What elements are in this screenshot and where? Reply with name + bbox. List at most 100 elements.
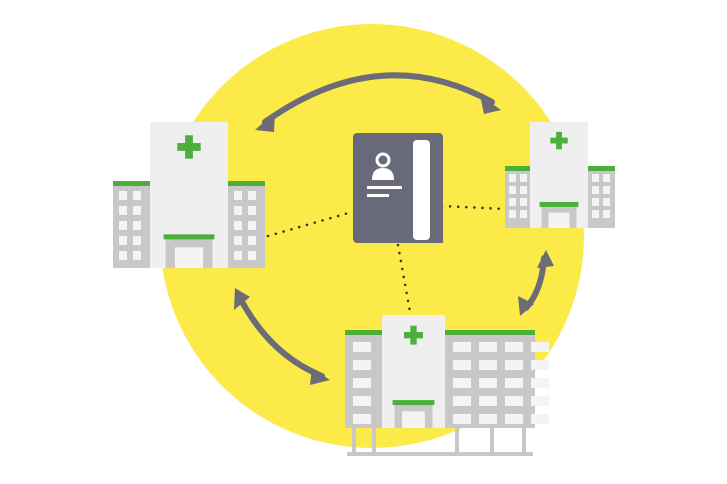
window <box>509 186 516 194</box>
arrow-top <box>262 72 495 125</box>
window <box>505 360 523 370</box>
roof-stripe <box>445 330 535 335</box>
window <box>505 342 523 352</box>
window <box>479 414 497 424</box>
hospital-right <box>505 122 615 228</box>
window <box>453 342 471 352</box>
window <box>119 251 127 260</box>
window <box>479 360 497 370</box>
arrowhead-icon <box>255 112 275 132</box>
pillar <box>352 428 356 454</box>
window <box>592 174 599 182</box>
window <box>479 396 497 406</box>
entrance-canopy <box>392 400 435 406</box>
arrowhead-icon <box>518 296 534 316</box>
window <box>248 191 256 200</box>
cross-icon <box>410 325 417 345</box>
window <box>353 396 371 406</box>
window <box>509 174 516 182</box>
window <box>453 360 471 370</box>
window <box>479 342 497 352</box>
window <box>248 221 256 230</box>
window <box>453 378 471 388</box>
window <box>133 236 141 245</box>
pillar <box>490 428 494 454</box>
window <box>133 206 141 215</box>
roof-stripe <box>345 330 382 335</box>
roof-stripe <box>228 181 265 186</box>
arrow-left-bottom <box>237 295 325 379</box>
window <box>531 360 549 370</box>
window <box>505 378 523 388</box>
text-line <box>367 186 402 189</box>
person-icon <box>375 152 391 168</box>
window <box>133 221 141 230</box>
window <box>531 396 549 406</box>
window <box>520 186 527 194</box>
window <box>531 378 549 388</box>
window <box>353 378 371 388</box>
window <box>248 206 256 215</box>
window <box>119 221 127 230</box>
dots-left <box>266 210 354 238</box>
window <box>119 236 127 245</box>
person-body <box>372 168 394 180</box>
window <box>119 206 127 215</box>
connection-dots <box>266 204 507 314</box>
cross-icon <box>556 131 562 150</box>
window <box>531 414 549 424</box>
hospital-left <box>113 122 265 268</box>
window <box>520 210 527 218</box>
roof-stripe <box>505 166 530 171</box>
window <box>248 236 256 245</box>
window <box>234 251 242 260</box>
arrow-heads <box>234 95 554 385</box>
window <box>234 236 242 245</box>
window <box>353 414 371 424</box>
dots-bottom <box>396 243 412 314</box>
right-wing <box>228 185 265 268</box>
window <box>234 191 242 200</box>
window <box>603 186 610 194</box>
window <box>234 221 242 230</box>
window <box>603 174 610 182</box>
hospital-bottom <box>345 315 549 456</box>
patient-record-folder <box>353 133 443 243</box>
window <box>603 198 610 206</box>
roof-stripe <box>113 181 150 186</box>
arrowhead-icon <box>537 250 554 268</box>
pillar <box>455 428 459 454</box>
arrowhead-icon <box>310 368 330 385</box>
window <box>119 191 127 200</box>
window <box>453 414 471 424</box>
window <box>592 198 599 206</box>
arrowhead-icon <box>234 288 250 310</box>
pillar <box>522 428 526 454</box>
ground-line <box>347 452 533 456</box>
entrance-canopy <box>539 201 579 207</box>
window <box>248 251 256 260</box>
pillar <box>372 428 376 454</box>
window <box>603 210 610 218</box>
dots-right <box>440 204 507 211</box>
window <box>353 342 371 352</box>
window <box>479 378 497 388</box>
door <box>174 247 204 268</box>
door <box>548 212 570 228</box>
window <box>509 210 516 218</box>
window <box>531 342 549 352</box>
window <box>133 251 141 260</box>
cross-icon <box>185 135 193 159</box>
window <box>505 396 523 406</box>
window <box>592 186 599 194</box>
window <box>453 396 471 406</box>
entrance-canopy <box>163 234 215 240</box>
window <box>133 191 141 200</box>
arrowhead-icon <box>480 95 501 114</box>
window <box>520 198 527 206</box>
door <box>402 411 425 428</box>
window <box>520 174 527 182</box>
window <box>505 414 523 424</box>
window <box>592 210 599 218</box>
